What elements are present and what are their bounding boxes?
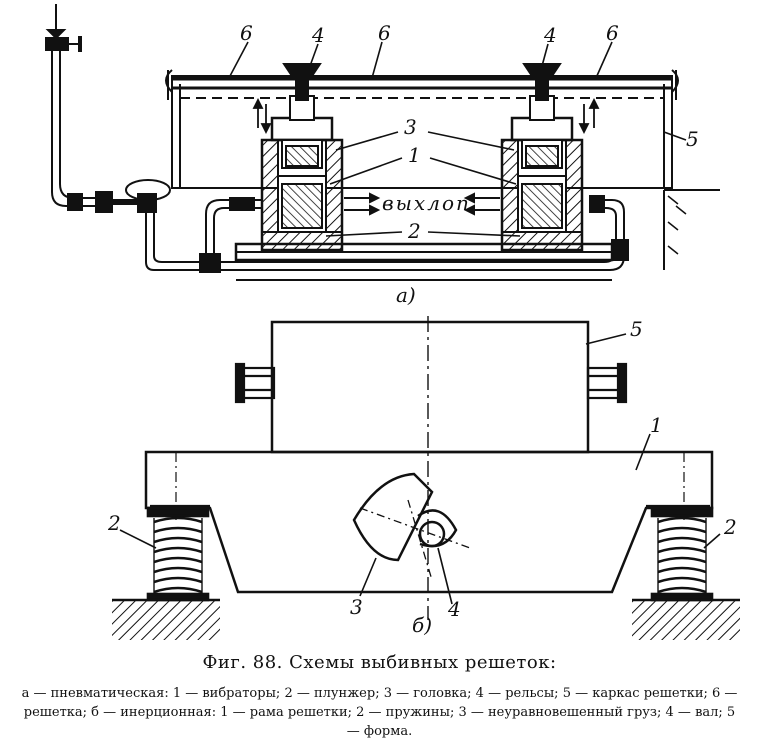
mould-trunnion-right bbox=[586, 362, 628, 404]
exhaust-label: выхлоп bbox=[382, 191, 471, 215]
distribution-pipe bbox=[145, 199, 625, 271]
foundation-right bbox=[632, 598, 740, 640]
label-a-4-left: 4 bbox=[311, 23, 325, 47]
sublabel-a: а) bbox=[396, 283, 416, 307]
label-a-6-right: 6 bbox=[606, 21, 619, 45]
mould bbox=[270, 320, 590, 454]
label-a-4-right: 4 bbox=[543, 23, 557, 47]
label-b-1: 1 bbox=[650, 413, 663, 437]
leader-lines-b bbox=[119, 333, 721, 605]
air-valve bbox=[45, 4, 82, 72]
leader-lines-a bbox=[229, 41, 687, 237]
label-a-6-mid: 6 bbox=[378, 21, 391, 45]
figure-caption-legend: а — пневматическая: 1 — вибраторы; 2 — п… bbox=[21, 686, 738, 739]
label-b-4: 4 bbox=[447, 597, 461, 621]
air-supply-pipe bbox=[51, 72, 110, 207]
pipe-coupling bbox=[67, 179, 171, 213]
spring-right bbox=[650, 506, 714, 602]
pipe-fittings bbox=[199, 195, 629, 273]
unbalanced-weight bbox=[352, 472, 434, 562]
floor-mark bbox=[663, 189, 720, 270]
label-a-5: 5 bbox=[686, 127, 699, 151]
label-b-2-left: 2 bbox=[107, 511, 121, 535]
inertial-grid-scheme bbox=[112, 316, 740, 640]
labels-a: 4 4 6 6 6 5 3 1 2 выхлоп а) bbox=[240, 21, 699, 307]
label-b-2-right: 2 bbox=[723, 515, 737, 539]
label-a-3: 3 bbox=[404, 115, 417, 139]
labels-b: 5 1 2 2 3 4 б) bbox=[107, 317, 737, 637]
shaft bbox=[418, 520, 446, 548]
spring-left bbox=[146, 506, 210, 602]
foundation-left bbox=[112, 598, 220, 640]
vibrator-left bbox=[260, 63, 344, 252]
label-b-5: 5 bbox=[630, 317, 643, 341]
mould-trunnion-left bbox=[234, 362, 276, 404]
pneumatic-grid-scheme bbox=[45, 4, 720, 281]
label-a-1: 1 bbox=[408, 143, 421, 167]
branch-pipe bbox=[205, 199, 262, 262]
vibrator-right bbox=[500, 63, 584, 252]
vibrating-grid-diagram: 4 4 6 6 6 5 3 1 2 выхлоп а) bbox=[45, 4, 740, 640]
label-b-3: 3 bbox=[350, 595, 363, 619]
motion-arrows bbox=[252, 97, 600, 135]
figure-caption-title: Фиг. 88. Схемы выбивных решеток: bbox=[202, 652, 557, 673]
label-a-2: 2 bbox=[407, 219, 421, 243]
grating-bars bbox=[172, 75, 672, 99]
exhaust-arrows bbox=[344, 192, 500, 216]
sublabel-b: б) bbox=[412, 613, 432, 637]
label-a-6-left: 6 bbox=[240, 21, 253, 45]
